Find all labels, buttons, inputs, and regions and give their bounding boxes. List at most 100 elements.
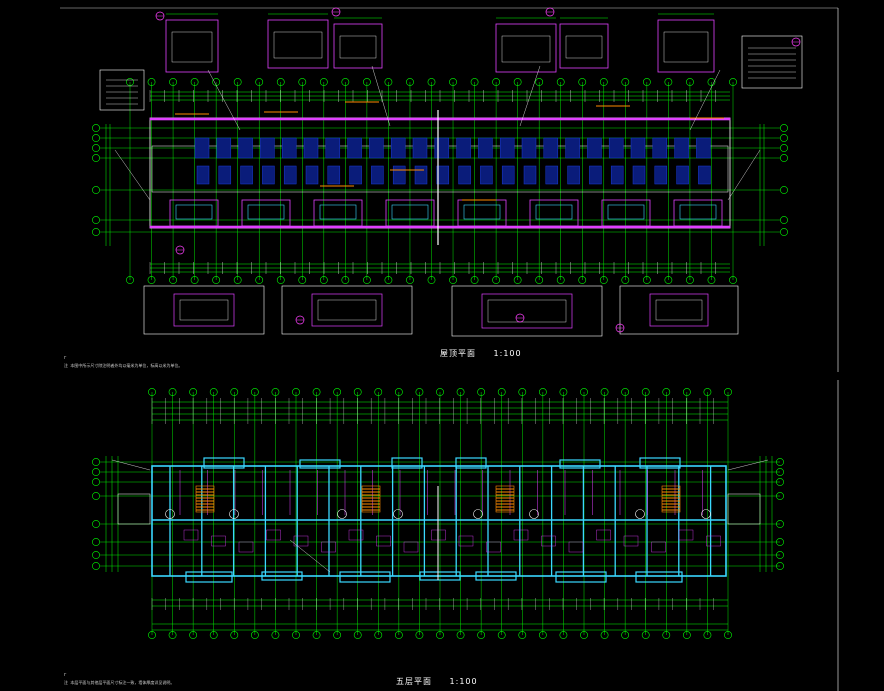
grid-axis-bubble: [255, 276, 264, 284]
grid-axis-bubble: [212, 276, 221, 284]
grid-axis-bubble: [621, 388, 630, 396]
grid-axis-bubble: [535, 276, 544, 284]
grid-axis-bubble: [230, 631, 239, 639]
grid-axis-bubble: [190, 276, 199, 284]
grid-axis-bubble: [599, 276, 608, 284]
grid-axis-bubble: [147, 276, 156, 284]
grid-axis-bubble: [168, 388, 177, 396]
top-plan-scale: 1:100: [493, 349, 522, 358]
grid-axis-bubble: [492, 276, 501, 284]
unit-tag: [529, 509, 539, 519]
grid-axis-bubble: [662, 388, 671, 396]
grid-axis-bubble: [470, 78, 479, 86]
grid-axis-bubble: [341, 276, 350, 284]
grid-axis-bubble: [189, 631, 198, 639]
grid-axis-bubble: [271, 388, 280, 396]
grid-axis-bubble: [298, 78, 307, 86]
grid-axis-bubble: [703, 631, 712, 639]
grid-axis-bubble: [664, 276, 673, 284]
top-plan-title: 屋顶平面: [440, 349, 476, 358]
grid-axis-bubble: [319, 78, 328, 86]
grid-axis-bubble: [456, 388, 465, 396]
grid-axis-bubble: [126, 78, 134, 86]
top-plan-caption: 屋顶平面 1:100: [440, 348, 522, 359]
grid-axis-bubble: [492, 78, 501, 86]
grid-axis-bubble: [456, 631, 465, 639]
grid-axis-bubble: [682, 631, 691, 639]
grid-axis-bubble: [292, 388, 300, 396]
grid-axis-bubble: [556, 78, 565, 86]
bottom-plan-note-mark: Γ: [64, 672, 67, 677]
grid-axis-bubble: [538, 388, 547, 396]
grid-axis-bubble: [126, 276, 134, 284]
grid-axis-bubble: [686, 276, 694, 284]
unit-tag: [701, 509, 711, 519]
grid-axis-bubble: [599, 78, 608, 86]
unit-tag: [229, 509, 239, 519]
grid-axis-bubble: [470, 276, 479, 284]
grid-axis-bubble: [394, 388, 403, 396]
grid-axis-bubble: [707, 276, 716, 284]
grid-axis-bubble: [600, 631, 609, 639]
grid-axis-bubble: [642, 276, 651, 284]
grid-axis-bubble: [415, 631, 424, 639]
grid-axis-bubble: [621, 631, 630, 639]
grid-axis-bubble: [148, 631, 156, 639]
grid-axis-bubble: [233, 276, 242, 284]
grid-axis-bubble: [642, 78, 651, 86]
grid-axis-bubble: [449, 78, 457, 86]
grid-axis-bubble: [664, 78, 673, 86]
grid-axis-bubble: [415, 388, 424, 396]
bottom-plan-scale: 1:100: [449, 677, 478, 686]
grid-axis-bubble: [298, 276, 307, 284]
grid-axis-bubble: [255, 78, 264, 86]
grid-axis-bubble: [559, 388, 568, 396]
grid-axis-bubble: [686, 78, 694, 86]
grid-axis-bubble: [662, 631, 671, 639]
grid-axis-bubble: [707, 78, 716, 86]
grid-axis-bubble: [621, 276, 630, 284]
grid-axis-bubble: [513, 276, 522, 284]
grid-axis-bubble: [578, 78, 587, 86]
grid-axis-bubble: [148, 388, 156, 396]
grid-axis-bubble: [168, 631, 177, 639]
grid-axis-bubble: [209, 631, 218, 639]
grid-axis-bubble: [682, 388, 691, 396]
top-plan-subnote: 注 本图中所示尺寸除注明者外均以毫米为单位，标高以米为单位。: [64, 363, 183, 368]
grid-axis-bubble: [406, 276, 414, 284]
grid-axis-bubble: [374, 631, 383, 639]
grid-axis-bubble: [580, 388, 588, 396]
unit-tag: [473, 509, 483, 519]
grid-axis-bubble: [729, 78, 737, 86]
bottom-plan-title: 五层平面: [396, 677, 432, 686]
grid-axis-bubble: [312, 388, 321, 396]
grid-axis-bubble: [600, 388, 609, 396]
grid-axis-bubble: [333, 388, 342, 396]
grid-axis-bubble: [724, 388, 732, 396]
grid-axis-bubble: [362, 276, 371, 284]
grid-axis-bubble: [394, 631, 403, 639]
unit-tag: [393, 509, 403, 519]
grid-axis-bubble: [406, 78, 414, 86]
grid-axis-bubble: [319, 276, 328, 284]
grid-axis-bubble: [518, 388, 527, 396]
grid-axis-bubble: [436, 388, 444, 396]
grid-axis-bubble: [729, 276, 737, 284]
grid-axis-bubble: [292, 631, 300, 639]
grid-axis-bubble: [384, 78, 393, 86]
grid-axis-bubble: [341, 78, 350, 86]
bottom-floor-plan: [92, 388, 784, 639]
grid-axis-bubble: [362, 78, 371, 86]
grid-axis-bubble: [703, 388, 712, 396]
grid-axis-bubble: [169, 276, 177, 284]
grid-axis-bubble: [449, 276, 457, 284]
grid-axis-bubble: [230, 388, 239, 396]
grid-axis-bubble: [353, 388, 362, 396]
grid-axis-bubble: [497, 388, 506, 396]
grid-axis-bubble: [641, 631, 650, 639]
grid-axis-bubble: [276, 276, 285, 284]
grid-axis-bubble: [497, 631, 506, 639]
grid-axis-bubble: [535, 78, 544, 86]
grid-axis-bubble: [353, 631, 362, 639]
